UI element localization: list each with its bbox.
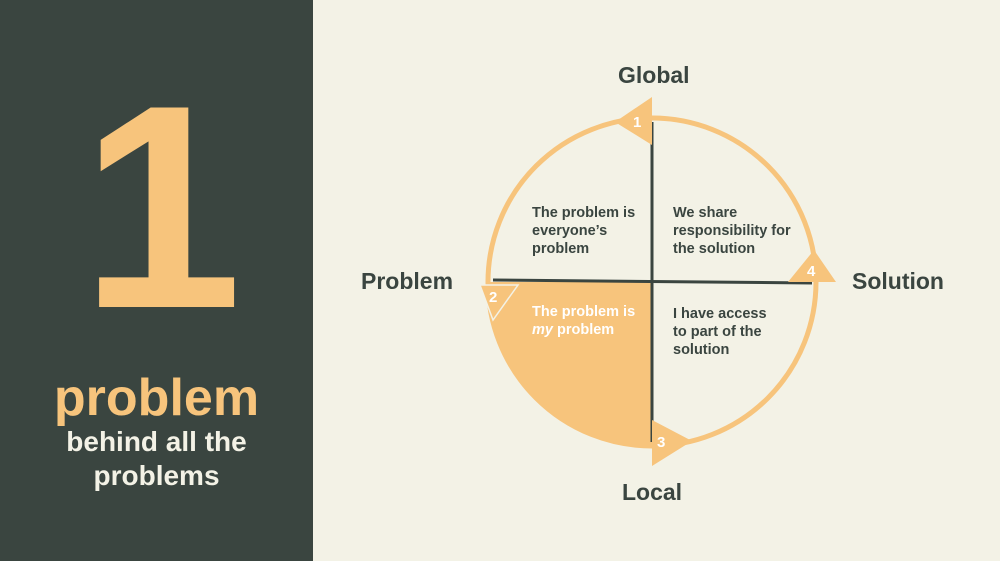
step-3-arrow: 3 (652, 420, 692, 466)
axis-label-problem: Problem (361, 268, 454, 294)
horizontal-axis (492, 278, 813, 285)
axis-label-local: Local (622, 479, 683, 505)
svg-text:4: 4 (807, 263, 816, 280)
step-4-arrow: 4 (788, 250, 836, 282)
left-panel: 1 problem behind all the problems (0, 0, 313, 561)
svg-text:1: 1 (633, 114, 641, 131)
highlighted-quadrant (490, 282, 652, 446)
quadrant-top-left: The problem is everyone’s problem (532, 205, 636, 257)
step-1-arrow: 1 (615, 97, 652, 145)
headline: problem (53, 369, 260, 427)
quadrant-bottom-left: The problem is my problem (532, 304, 636, 338)
axis-label-global: Global (618, 62, 690, 88)
step-2-arrow: 2 (478, 284, 520, 322)
svg-text:2: 2 (489, 289, 497, 306)
subtitle: behind all the problems (66, 426, 247, 491)
quadrant-bottom-right: I have access to part of the solution (673, 306, 767, 358)
quadrant-top-right: We share responsibility for the solution (673, 205, 791, 257)
svg-text:3: 3 (657, 434, 665, 451)
axis-label-solution: Solution (852, 268, 944, 294)
big-number: 1 (80, 45, 242, 369)
